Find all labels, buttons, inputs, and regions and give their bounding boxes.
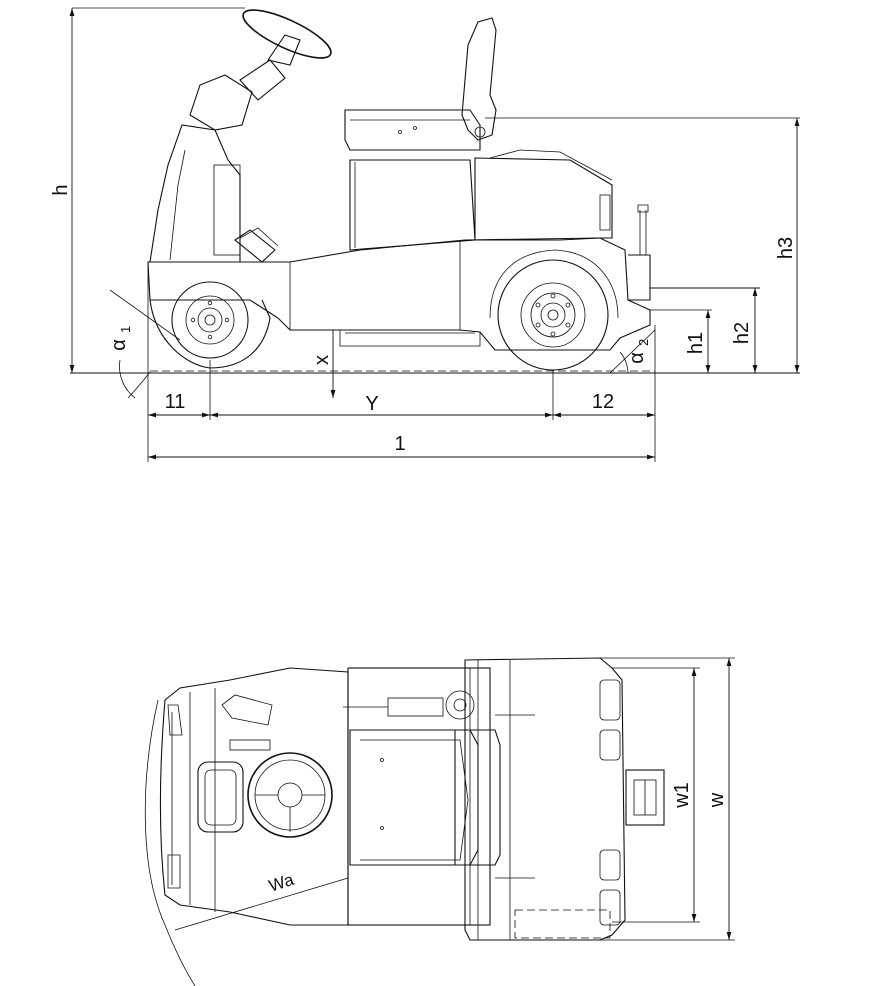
label-l1: 11 [165, 391, 186, 413]
top-view: Wa w1 w [144, 657, 735, 986]
steering-column [149, 9, 332, 263]
svg-text:α: α [626, 352, 648, 364]
turning-arc [144, 699, 196, 986]
front-wheel [489, 249, 619, 371]
top-rear-body [464, 657, 626, 941]
top-instrument-panel [197, 761, 244, 833]
top-hitch [625, 769, 665, 826]
label-alpha1: α 1 [108, 326, 133, 351]
label-w: w [706, 792, 728, 808]
alpha1-arc [119, 359, 136, 399]
svg-text:1: 1 [118, 326, 133, 333]
label-alpha2: α 2 [626, 339, 651, 364]
label-h: h [50, 184, 72, 195]
top-steering-wheel [247, 752, 333, 838]
label-h1: h1 [685, 332, 707, 354]
label-wa: Wa [267, 870, 297, 896]
alpha2-line [609, 329, 656, 374]
alpha1-line [109, 289, 181, 341]
label-y: Y [365, 393, 378, 415]
steering-wheel [242, 9, 332, 59]
alpha2-arc [619, 351, 629, 374]
svg-text:α: α [108, 339, 130, 351]
label-h3: h3 [775, 237, 797, 259]
label-h2: h2 [731, 322, 753, 344]
label-l: 1 [394, 433, 405, 455]
top-seat [349, 729, 479, 866]
top-mid-body [347, 667, 491, 926]
side-view: h h3 h2 h1 x α 1 α 2 11 Y [50, 7, 800, 462]
seat [344, 17, 613, 251]
svg-text:2: 2 [636, 339, 651, 346]
label-w1: w1 [671, 782, 693, 809]
rear-wheel [149, 281, 271, 369]
wa-line [174, 877, 349, 931]
label-l2: 12 [592, 391, 614, 413]
label-x: x [311, 355, 333, 365]
